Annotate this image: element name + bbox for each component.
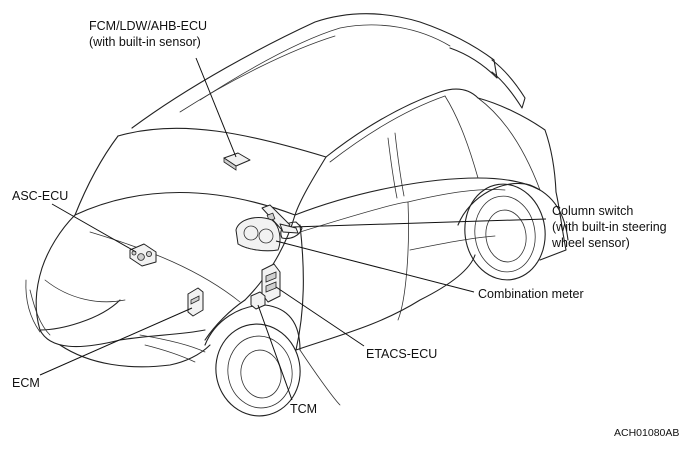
component-tcm: [250, 291, 266, 310]
label-column-switch-line2: (with built-in steering: [552, 220, 667, 234]
leader-tcm: [257, 304, 293, 401]
leader-combination-meter: [275, 240, 475, 293]
component-fcm-ldw-ahb-ecu: [223, 152, 251, 171]
label-column-switch-line3: wheel sensor): [551, 236, 630, 250]
component-combination-meter: [235, 217, 281, 252]
label-combination-meter: Combination meter: [478, 287, 584, 301]
leader-lines: [39, 57, 547, 401]
label-fcm-ldw-ahb-ecu-line1: FCM/LDW/AHB-ECU: [89, 19, 207, 33]
leader-column-switch: [291, 218, 547, 228]
label-etacs-ecu: ETACS-ECU: [366, 347, 437, 361]
leader-ecm: [39, 307, 193, 376]
component-ecm: [187, 287, 204, 317]
label-asc-ecu: ASC-ECU: [12, 189, 68, 203]
figure-code: ACH01080AB: [614, 427, 679, 439]
leader-asc: [51, 203, 137, 253]
leader-fcm: [195, 57, 237, 158]
label-fcm-ldw-ahb-ecu-line2: (with built-in sensor): [89, 35, 201, 49]
label-tcm: TCM: [290, 402, 317, 416]
leader-etacs: [275, 286, 365, 347]
label-ecm: ECM: [12, 376, 40, 390]
component-etacs-ecu: [261, 263, 281, 303]
label-column-switch-line1: Column switch: [552, 204, 633, 218]
vehicle-outline: [25, 13, 569, 417]
component-asc-ecu: [129, 243, 157, 267]
